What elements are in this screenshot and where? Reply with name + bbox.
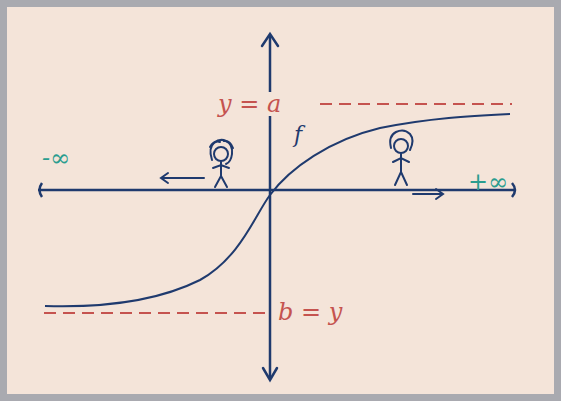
asymptote-label: y = a — [216, 92, 283, 116]
y-axis-arrow-down — [263, 368, 277, 380]
asymptote-label: b = y — [276, 300, 344, 324]
y-axis — [269, 36, 272, 378]
asymptote-top — [320, 103, 512, 105]
infinity-label: -∞ — [40, 146, 72, 170]
y-axis-arrow-up — [262, 34, 278, 46]
sigmoid-curve — [45, 114, 510, 306]
infinity-label: +∞ — [466, 170, 510, 194]
asymptote-bottom — [44, 312, 272, 314]
walker-right — [390, 130, 443, 199]
x-axis — [38, 189, 516, 192]
x-axis-end-right — [512, 183, 515, 197]
function-label: f — [292, 124, 304, 146]
walker-left — [161, 140, 233, 187]
board — [7, 7, 554, 394]
x-axis-end-left — [40, 183, 43, 197]
